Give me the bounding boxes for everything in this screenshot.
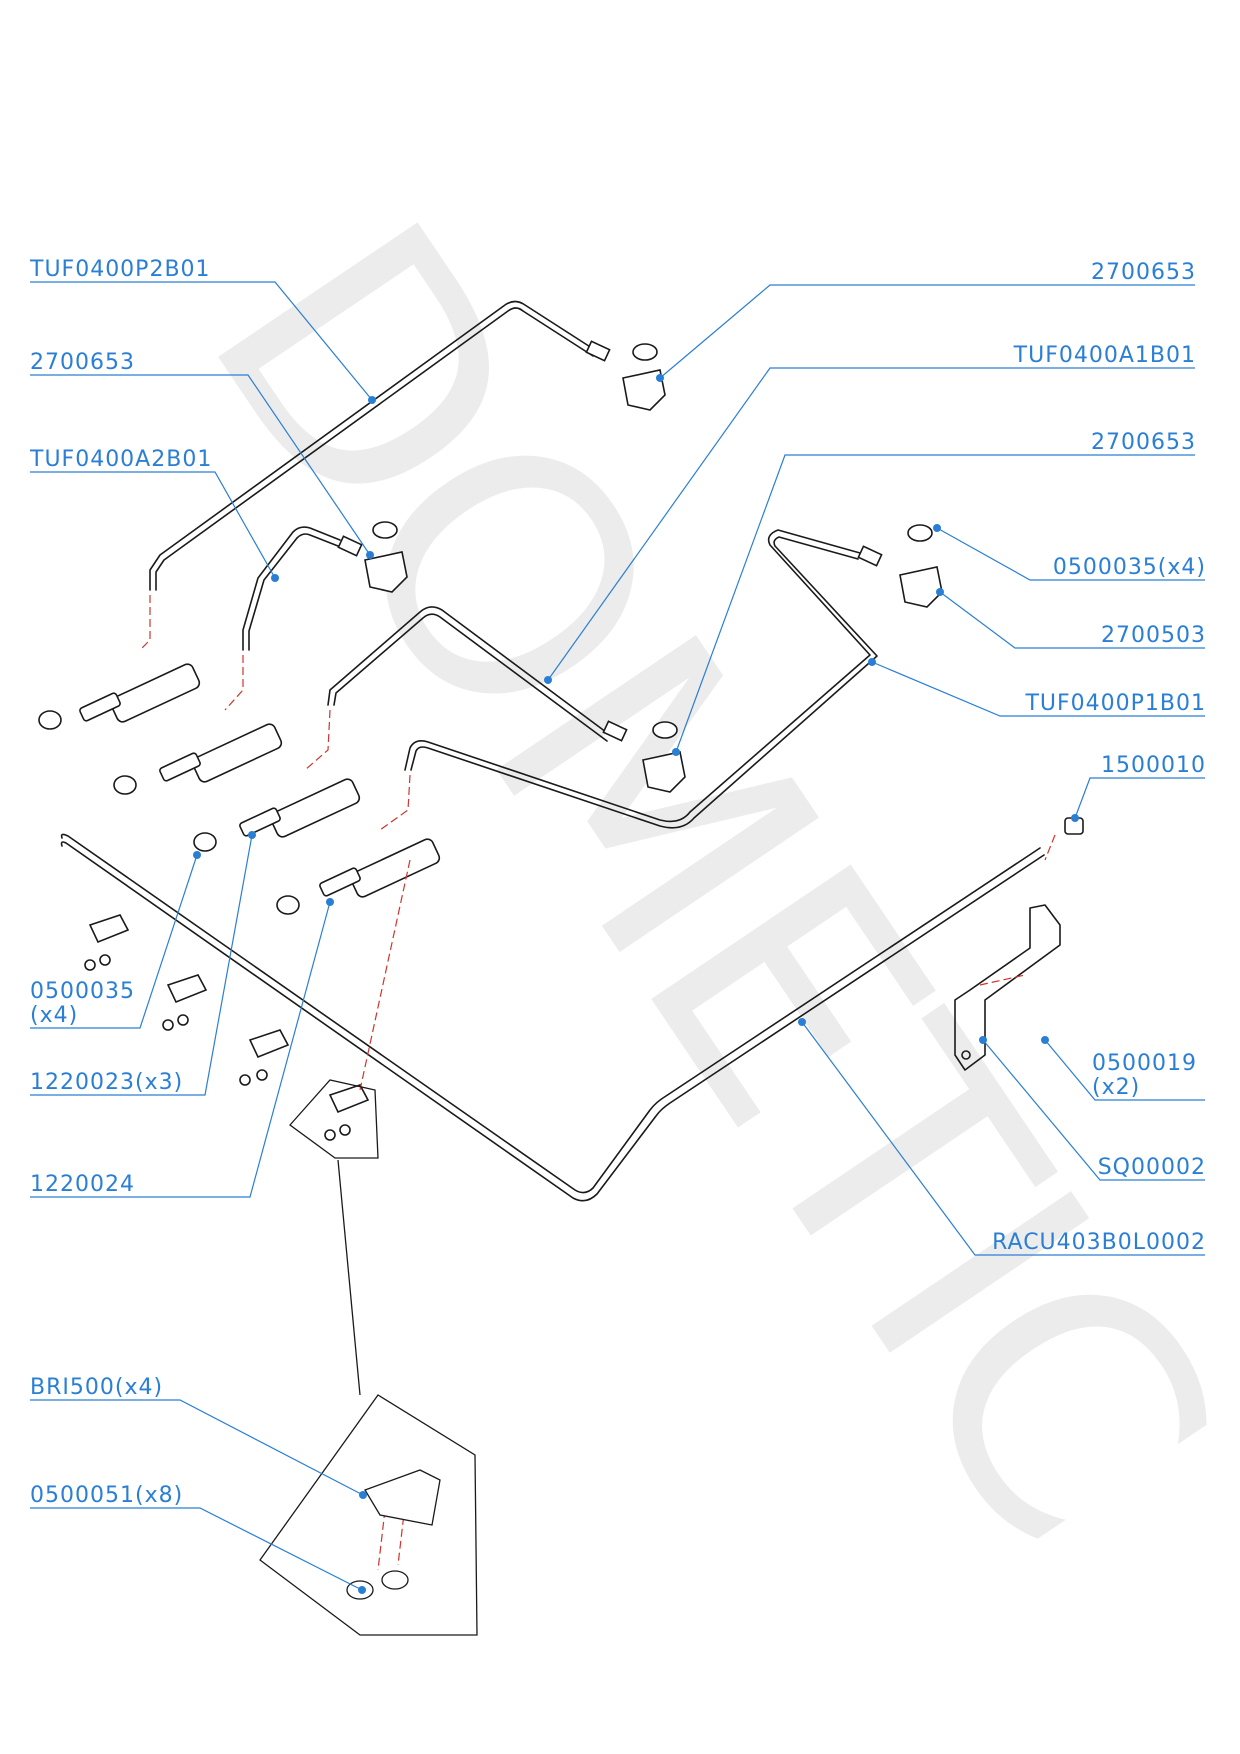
pipe-tuf0400a1b01-inner xyxy=(333,613,608,742)
leader-lines xyxy=(30,281,1205,1591)
gas-valve-3 xyxy=(193,778,361,852)
callout-sq00002[interactable]: SQ00002 xyxy=(1097,1155,1206,1180)
callout-0500035-left[interactable]: 0500035 (x4) xyxy=(30,980,135,1028)
fitting-2700653-top xyxy=(585,340,666,411)
pipe-tuf0400p2b01-inner xyxy=(155,307,594,591)
pipe-tuf0400a2b01 xyxy=(242,526,341,651)
callout-bri500[interactable]: BRI500(x4) xyxy=(30,1375,164,1400)
callout-2700653-top-right[interactable]: 2700653 xyxy=(1091,260,1196,285)
callout-0500019-line2: (x2) xyxy=(1092,1075,1141,1100)
callout-1220023[interactable]: 1220023(x3) xyxy=(30,1070,184,1095)
callout-0500035-left-line2: (x4) xyxy=(30,1003,79,1028)
callout-tuf0400a1b01[interactable]: TUF0400A1B01 xyxy=(1013,343,1196,368)
fitting-2700503 xyxy=(857,524,943,608)
callout-1500010[interactable]: 1500010 xyxy=(1101,753,1206,778)
bracket-hole xyxy=(961,1050,971,1060)
assembly-axes xyxy=(139,595,1056,1571)
pipe-tuf0400p1b01-inner xyxy=(410,536,878,829)
pipe-tuf0400a1b01 xyxy=(327,606,611,736)
clip-2 xyxy=(162,974,208,1031)
gas-valve-2 xyxy=(113,723,283,795)
gas-valve-1 xyxy=(38,663,201,730)
callout-1220024[interactable]: 1220024 xyxy=(30,1172,135,1197)
callout-2700653-left[interactable]: 2700653 xyxy=(30,350,135,375)
callout-0500035-left-line1: 0500035 xyxy=(30,979,135,1004)
callout-tuf0400p2b01[interactable]: TUF0400P2B01 xyxy=(30,257,211,282)
fitting-2700653-mid xyxy=(602,720,686,793)
pipe-tuf0400p1b01 xyxy=(404,529,871,823)
clip-4 xyxy=(324,1084,370,1141)
pipe-tuf0400p2b01 xyxy=(149,300,596,591)
leader-dots xyxy=(193,374,1079,1594)
callout-racu403b0l0002[interactable]: RACU403B0L0002 xyxy=(992,1230,1206,1255)
callout-tuf0400p1b01[interactable]: TUF0400P1B01 xyxy=(1025,691,1206,716)
fitting-2700653-left xyxy=(337,521,408,593)
callout-tuf0400a2b01[interactable]: TUF0400A2B01 xyxy=(30,447,213,472)
bracket-sq00002 xyxy=(954,904,1061,1071)
gas-valve-4 xyxy=(276,838,441,915)
watermark: DOMETIC xyxy=(135,159,1240,1601)
callout-0500019-line1: 0500019 xyxy=(1092,1051,1197,1076)
callout-2700503[interactable]: 2700503 xyxy=(1101,623,1206,648)
bracket-bri500-detail xyxy=(364,1469,441,1526)
callout-0500035-right[interactable]: 0500035(x4) xyxy=(1052,555,1206,580)
rail-racu403b0l0002 xyxy=(60,833,1041,1194)
callout-2700653-mid-right[interactable]: 2700653 xyxy=(1091,430,1196,455)
clip-1 xyxy=(84,914,130,971)
watermark-text: DOMETIC xyxy=(135,159,1240,1601)
callout-0500019[interactable]: 0500019 (x2) xyxy=(1092,1052,1197,1100)
rail-racu403b0l0002-inner xyxy=(60,841,1045,1202)
detail-view xyxy=(259,1079,478,1636)
callout-0500051[interactable]: 0500051(x8) xyxy=(30,1483,184,1508)
pipe-tuf0400a2b01-inner xyxy=(248,533,339,651)
clip-3 xyxy=(239,1029,290,1086)
